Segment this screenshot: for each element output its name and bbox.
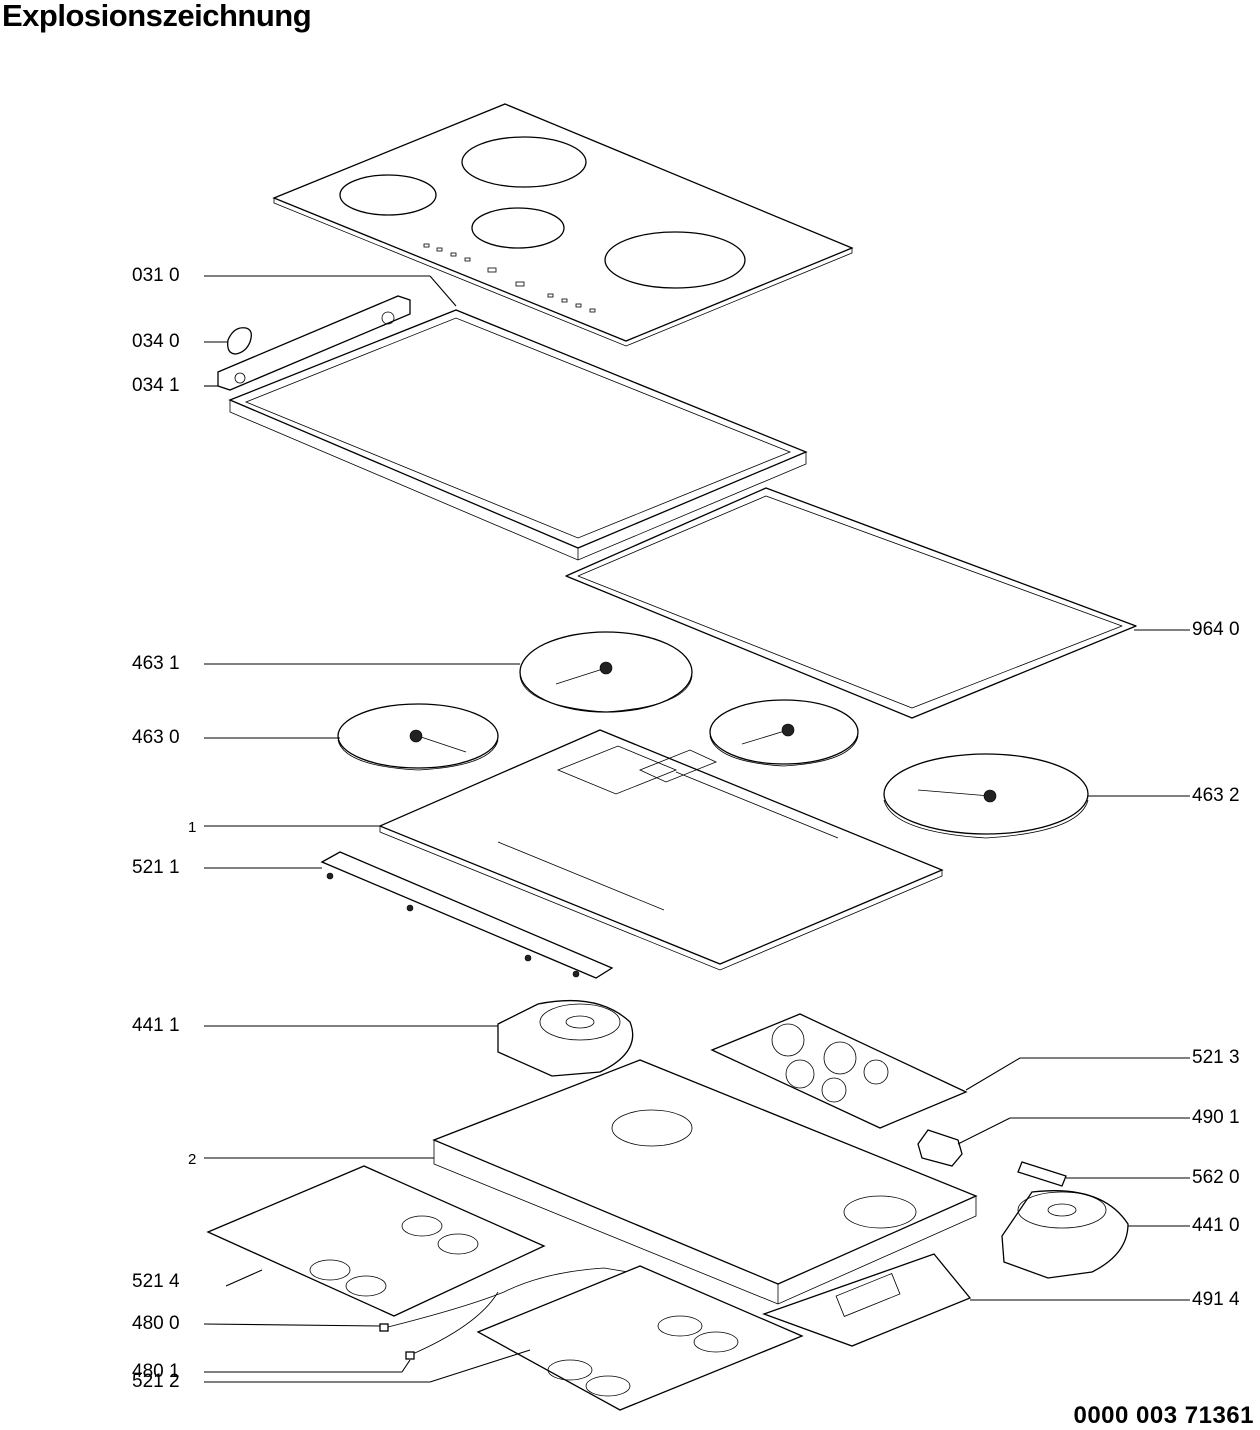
label-441-0: 441 0	[1192, 1215, 1240, 1236]
label-521-2: 521 2	[132, 1371, 180, 1392]
label-521-3: 521 3	[1192, 1047, 1240, 1068]
label-521-4: 521 4	[132, 1271, 180, 1292]
label-1: 1	[188, 819, 197, 836]
leader-lines	[203, 275, 1190, 1383]
holder-part	[917, 1129, 963, 1167]
gasket-part	[565, 487, 1137, 719]
control-board-part	[320, 851, 614, 979]
bottom-housing-part	[432, 1059, 978, 1305]
label-480-0: 480 0	[132, 1313, 180, 1334]
label-521-1: 521 1	[132, 857, 180, 878]
label-964-0: 964 0	[1192, 619, 1240, 640]
label-031-0: 031 0	[132, 265, 180, 286]
label-562-0: 562 0	[1192, 1167, 1240, 1188]
label-490-1: 490 1	[1192, 1107, 1240, 1128]
label-491-4: 491 4	[1192, 1289, 1240, 1310]
label-463-0: 463 0	[132, 727, 180, 748]
label-463-1: 463 1	[132, 653, 180, 674]
page-title: Explosionszeichnung	[2, 0, 312, 33]
label-034-1: 034 1	[132, 375, 180, 396]
label-034-0: 034 0	[132, 331, 180, 352]
fan-4411-part	[497, 999, 634, 1077]
label-2: 2	[188, 1151, 197, 1168]
cover-plate-part	[762, 1253, 972, 1347]
power-board-part	[710, 1013, 968, 1129]
glass-cooktop-part	[272, 103, 854, 347]
label-480-1: 480 1	[132, 1361, 180, 1382]
frame-part	[228, 309, 808, 561]
heating-coil-small	[709, 699, 859, 767]
drawing-number: 0000 003 71361	[1073, 1402, 1254, 1429]
label-441-1: 441 1	[132, 1015, 180, 1036]
heating-coil-4631	[519, 631, 693, 713]
inverter-board-2-part	[476, 1265, 804, 1411]
cable-part	[379, 1267, 665, 1360]
heating-coil-4630	[337, 703, 499, 771]
fan-4410-part	[1001, 1190, 1129, 1279]
base-plate-part	[378, 729, 944, 971]
label-463-2: 463 2	[1192, 785, 1240, 806]
clip-part	[227, 327, 252, 355]
inverter-board-4-part	[206, 1165, 546, 1317]
fuse-part	[1017, 1161, 1067, 1187]
heating-coil-4632	[883, 753, 1089, 839]
